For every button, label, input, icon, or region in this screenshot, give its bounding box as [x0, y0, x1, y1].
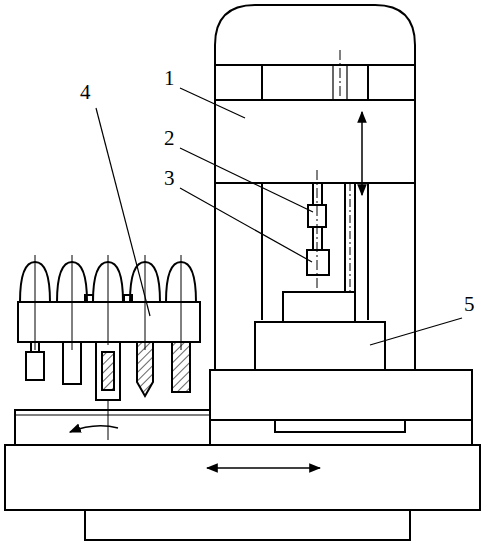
spindle-head [215, 100, 415, 195]
callout-number: 5 [464, 294, 475, 315]
column [261, 65, 263, 100]
machine-base [85, 510, 410, 540]
spindle [307, 170, 329, 290]
column [346, 65, 347, 100]
machine-base [275, 420, 405, 432]
leader-line [96, 88, 462, 345]
tool-turret [35, 255, 36, 350]
column [261, 183, 263, 320]
callout-number: 2 [164, 128, 175, 149]
machine-base [70, 426, 118, 432]
turret-tools [26, 342, 190, 400]
feed-screw [350, 183, 351, 292]
column [215, 5, 415, 370]
spindle [317, 170, 318, 290]
leader-line [180, 88, 245, 118]
leader-line [370, 318, 462, 345]
feed-screw [354, 183, 356, 292]
machine-base [15, 414, 210, 415]
callout-number: 3 [164, 168, 175, 189]
column [215, 64, 415, 66]
feed-screw [344, 183, 346, 292]
turret-tools [38, 342, 40, 352]
turret-tools [102, 352, 114, 390]
machine-base [108, 400, 109, 440]
spindle-head [361, 112, 363, 195]
callout-number: 4 [80, 82, 91, 103]
machine-base [5, 370, 480, 540]
spindle [321, 227, 323, 250]
tool-turret [145, 255, 146, 350]
spindle [321, 183, 323, 205]
work-table [283, 292, 355, 322]
tool-turret [124, 295, 132, 302]
machine-base [207, 467, 320, 469]
drawing-stroke [5, 5, 480, 540]
machine-base [15, 410, 210, 445]
leader-line [96, 108, 150, 316]
turret-tools [63, 342, 81, 384]
tool-turret [85, 295, 93, 302]
column [332, 65, 333, 100]
tool-turret [18, 255, 200, 350]
turret-tools [137, 342, 153, 396]
leader-line [180, 188, 312, 262]
turret-tools [172, 342, 190, 392]
tool-turret [181, 255, 182, 350]
column [367, 183, 369, 320]
callout-number: 1 [164, 68, 175, 89]
machine-base [210, 419, 472, 421]
work-table [255, 322, 385, 370]
spindle-head [215, 100, 415, 183]
turret-tools [26, 352, 44, 380]
work-table [255, 292, 385, 370]
column [215, 5, 415, 370]
turret-tools [30, 342, 32, 352]
machine-base [5, 445, 480, 510]
tool-turret [18, 302, 200, 342]
turret-tools [96, 342, 120, 400]
machine-base [210, 370, 472, 445]
leader-line [180, 148, 313, 212]
spindle [312, 183, 314, 205]
spindle [307, 250, 329, 275]
tool-turret [72, 255, 73, 350]
feed-screw [345, 183, 355, 292]
spindle [312, 227, 314, 250]
column [367, 65, 369, 100]
tool-turret [108, 255, 109, 345]
